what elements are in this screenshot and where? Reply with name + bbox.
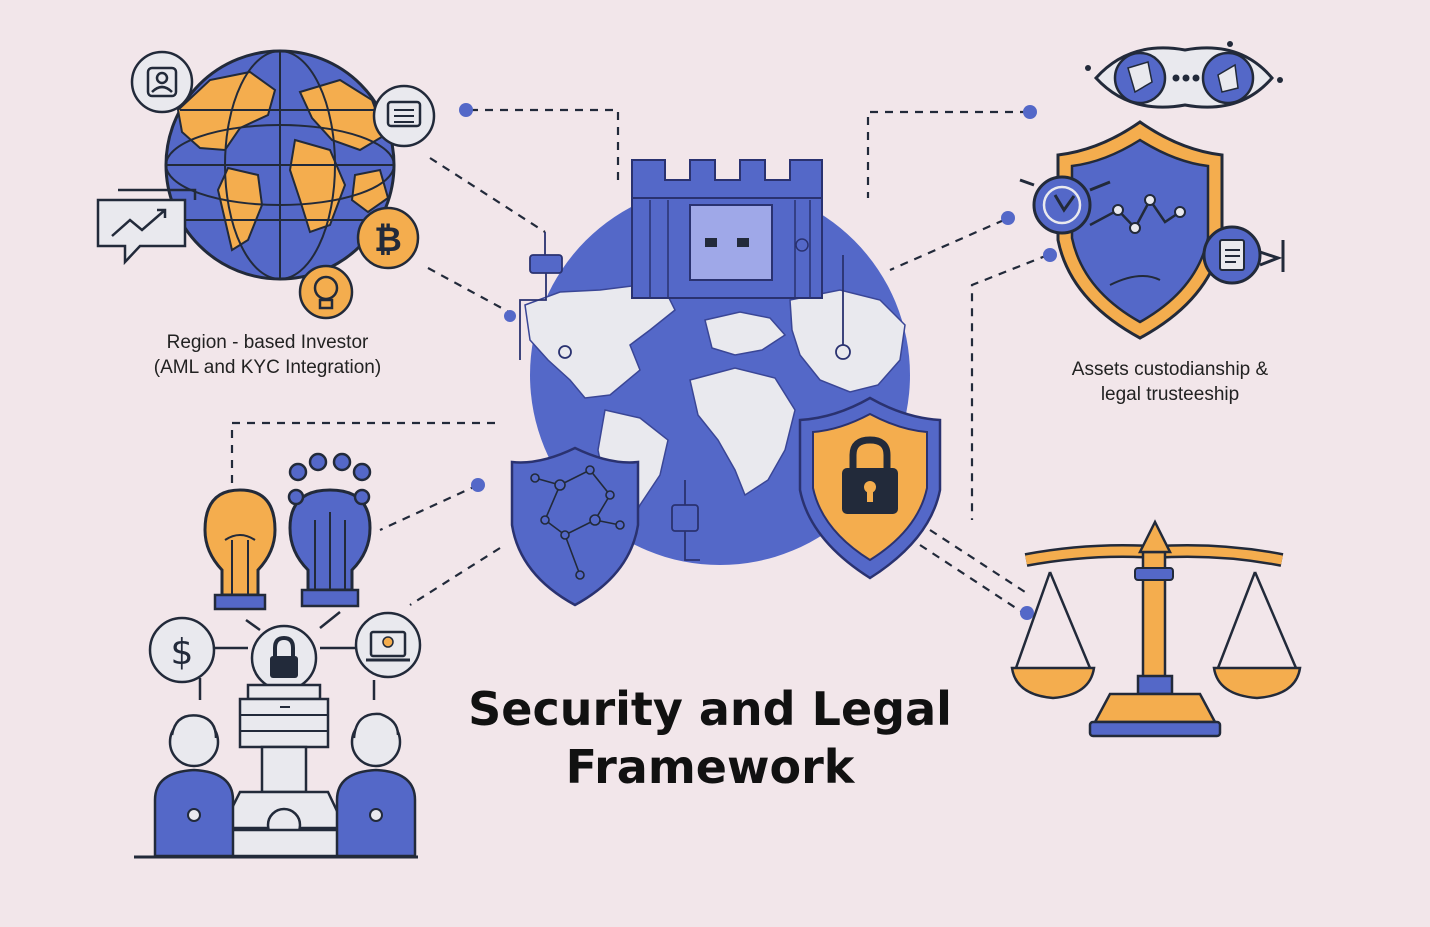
padlock-shield-icon bbox=[798, 396, 942, 580]
globe-circuit-lines bbox=[519, 232, 851, 561]
connector-dot bbox=[471, 478, 485, 492]
diagram-title-line-1: Security and Legal bbox=[468, 682, 952, 736]
connector-dot bbox=[1043, 248, 1057, 262]
person-icon bbox=[153, 714, 235, 858]
global-vision-icon bbox=[1085, 41, 1283, 109]
connector-shield-to-team bbox=[409, 547, 501, 606]
custody-label-line-1: Assets custodianship & bbox=[1071, 359, 1269, 380]
network-shield-icon bbox=[510, 446, 640, 607]
bitcoin-icon: ₿ bbox=[356, 206, 420, 270]
connector-dot-to-bulbs bbox=[379, 484, 479, 531]
dollar-icon: $ bbox=[148, 616, 216, 684]
video-screen-icon bbox=[354, 611, 422, 679]
connector-dot bbox=[504, 310, 516, 322]
custody-label-line-2: legal trusteeship bbox=[1100, 384, 1240, 405]
idea-lightbulb-icon bbox=[203, 488, 277, 611]
diagram-title-line-2: Framework bbox=[565, 740, 855, 794]
team-payment-illustration: $ bbox=[134, 611, 422, 859]
person-icon bbox=[335, 712, 417, 858]
connector-globe-to-center bbox=[429, 157, 546, 233]
connector-dot bbox=[459, 103, 473, 117]
connector-top-left bbox=[470, 108, 620, 185]
lightbulb-small-icon bbox=[298, 264, 354, 320]
network-lightbulb-icon bbox=[287, 452, 372, 608]
custody-label: Assets custodianship & legal trusteeship bbox=[1030, 357, 1310, 407]
castle-icon bbox=[631, 159, 823, 299]
bitcoin-symbol: ₿ bbox=[374, 220, 402, 260]
user-profile-icon bbox=[130, 50, 194, 114]
diagram-title: Security and Legal Framework bbox=[440, 680, 980, 796]
trend-chat-icon bbox=[96, 188, 197, 266]
connector-dot bbox=[1023, 105, 1037, 119]
dollar-symbol: $ bbox=[171, 632, 194, 673]
investor-label-line-2: (AML and KYC Integration) bbox=[153, 357, 382, 378]
connector-center-to-bulbs bbox=[230, 421, 495, 490]
custodian-shield-icon bbox=[1019, 120, 1285, 340]
connector-lock-to-scales-2 bbox=[919, 544, 1023, 613]
connector-shield-to-center bbox=[889, 218, 1005, 272]
connector-shield-down bbox=[970, 253, 1049, 520]
investor-globe-icon bbox=[164, 49, 396, 281]
connector-top-right bbox=[866, 110, 1028, 198]
connector-dot bbox=[1020, 606, 1034, 620]
investor-label-line-1: Region - based Investor bbox=[166, 332, 369, 353]
connector-lock-to-scales-1 bbox=[929, 529, 1026, 593]
connector-lines bbox=[230, 108, 1049, 613]
investor-label: Region - based Investor (AML and KYC Int… bbox=[110, 330, 425, 380]
message-icon bbox=[372, 84, 436, 148]
connector-dots bbox=[459, 103, 1057, 620]
scales-of-justice-icon bbox=[1010, 519, 1302, 738]
connector-dot bbox=[1001, 211, 1015, 225]
padlock-small-icon bbox=[250, 624, 318, 692]
connector-globe-to-map bbox=[427, 267, 521, 319]
